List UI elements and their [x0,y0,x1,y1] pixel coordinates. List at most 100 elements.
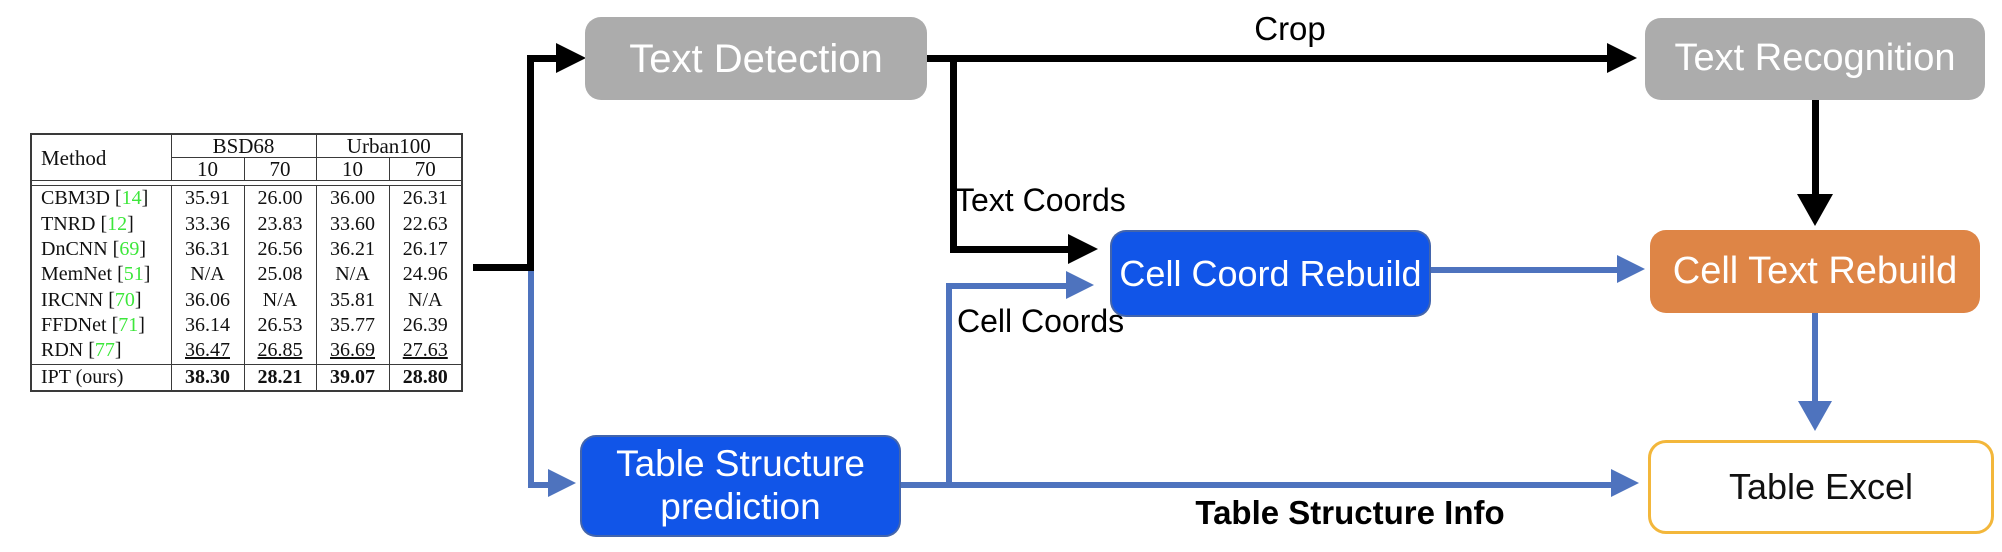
text-coords-label: Text Coords [955,182,1126,218]
line-recognition-down [1812,100,1819,198]
noise-level-header: 70 [243,157,317,182]
line-text-rebuild-down [1812,313,1818,405]
value-cell: 26.53 [243,312,317,339]
value-cell: N/A [388,287,462,313]
arrowhead-structure-prediction [548,469,576,497]
table-structure-prediction-line1: Table Structure [616,443,865,485]
table-excel-node: Table Excel [1648,440,1994,534]
value-cell: 26.56 [243,236,317,263]
line-cell-coords-vertical [946,283,952,488]
cell-coord-rebuild-node: Cell Coord Rebuild [1110,230,1431,317]
table-subheader-row: 10 70 10 70 [32,157,462,182]
cell-text-rebuild-node: Cell Text Rebuild [1650,230,1980,313]
arrowhead-cell-coord-rebuild-blue [1066,271,1094,299]
value-cell: 26.31 [388,185,462,212]
benchmark-table: Method BSD68 Urban100 10 70 10 70 CBM3D … [32,135,462,390]
line-branch-up [527,55,534,271]
value-cell: N/A [243,287,317,313]
table-structure-prediction-label: Table Structure prediction [616,443,865,528]
line-structure-info [897,482,1613,488]
method-cell: IPT (ours) [32,363,171,390]
value-cell: 39.07 [315,363,390,390]
value-cell: 38.30 [170,363,244,390]
line-table-to-branch [473,264,531,271]
line-into-text-detection [534,55,558,62]
method-cell: TNRD [12] [41,212,134,235]
value-cell: 26.00 [243,185,317,212]
method-cell: IRCNN [70] [41,288,142,311]
noise-level-header: 10 [315,157,390,182]
value-cell: 25.08 [243,262,317,288]
line-coord-to-text-rebuild [1427,267,1619,273]
value-cell: 36.14 [170,312,244,339]
method-cell: CBM3D [14] [32,185,171,212]
value-cell: 36.31 [170,236,244,263]
value-cell: 23.83 [243,211,317,237]
citation-ref: 71 [118,313,139,336]
group-header-urban100: Urban100 [315,135,462,159]
value-cell: 33.36 [170,211,244,237]
arrowhead-text-detection [556,43,586,73]
value-cell: 28.21 [243,363,317,390]
cell-coords-label: Cell Coords [957,303,1125,339]
table-header-row: Method BSD68 Urban100 [32,135,462,182]
value-cell: 36.00 [315,185,390,212]
arrowhead-table-excel-down [1798,401,1832,431]
value-cell: 26.17 [388,236,462,263]
table-structure-prediction-line2: prediction [660,486,821,527]
line-branch-down-blue [528,271,534,488]
value-cell: 22.63 [388,211,462,237]
group-header-bsd68: BSD68 [170,135,317,159]
value-cell: N/A [315,262,390,288]
value-cell: 35.77 [315,312,390,339]
citation-ref: 51 [123,263,144,286]
arrowhead-cell-text-rebuild-blue [1617,255,1645,283]
line-text-coords-vertical [950,55,957,253]
citation-ref: 70 [114,288,135,311]
noise-level-header: 70 [388,157,462,182]
line-text-coords-horizontal [950,246,1070,253]
arrowhead-cell-coord-rebuild-black [1068,234,1098,264]
value-cell: 36.21 [315,236,390,263]
line-cell-coords-horizontal [946,283,1068,289]
line-into-structure-prediction [528,482,550,488]
value-cell: 36.06 [170,287,244,313]
noise-level-header: 10 [170,157,244,182]
arrowhead-table-excel-right [1611,469,1639,497]
value-cell: 35.91 [170,185,244,212]
value-cell: 27.63 [388,338,462,364]
method-header: Method [32,135,171,182]
method-cell: FFDNet [71] [41,313,145,336]
arrowhead-text-recognition [1607,43,1637,73]
citation-ref: 69 [119,237,140,260]
value-cell: 33.60 [315,211,390,237]
text-recognition-node: Text Recognition [1645,18,1985,100]
method-cell: RDN [77] [41,339,122,362]
input-table-image: Method BSD68 Urban100 10 70 10 70 CBM3D … [30,133,463,392]
arrowhead-cell-text-rebuild [1797,194,1833,226]
table-structure-prediction-node: Table Structure prediction [580,435,901,537]
citation-ref: 77 [94,339,115,362]
value-cell: 36.69 [315,338,390,364]
value-cell: N/A [170,262,244,288]
value-cell: 26.85 [243,338,317,364]
line-crop [927,55,1609,62]
method-cell: MemNet [51] [41,263,151,286]
method-cell: DnCNN [69] [41,237,147,260]
text-detection-label: Text Detection [629,36,883,81]
value-cell: 28.80 [388,363,462,390]
value-cell: 35.81 [315,287,390,313]
citation-ref: 12 [107,212,128,235]
table-excel-label: Table Excel [1728,466,1914,508]
table-structure-info-label: Table Structure Info [1195,494,1505,531]
value-cell: 26.39 [388,312,462,339]
